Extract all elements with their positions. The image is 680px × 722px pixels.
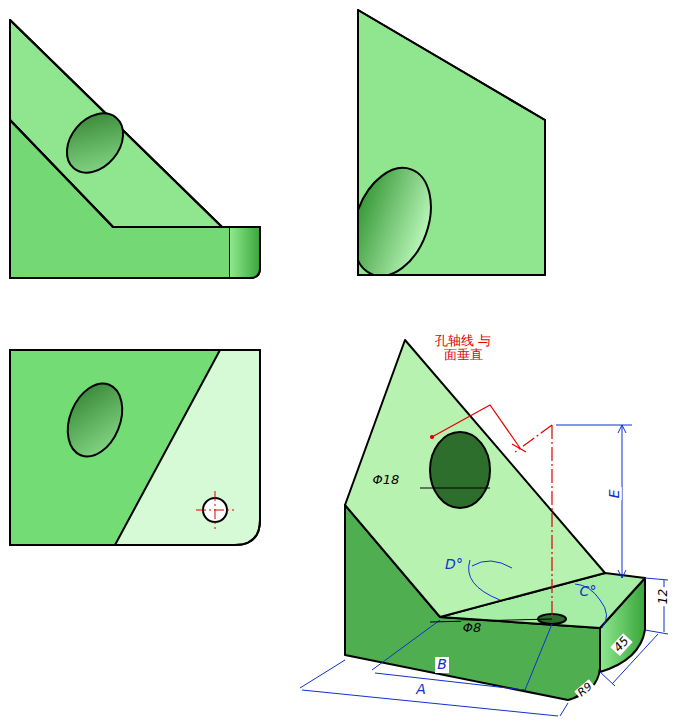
dimension-label: 12	[657, 587, 670, 606]
dimension-label: Φ8	[461, 621, 484, 635]
axis-annotation	[431, 405, 553, 615]
isometric-view	[345, 340, 645, 700]
dimension-label: Φ18	[371, 473, 402, 487]
front-view	[10, 20, 260, 278]
dimension-label: C°	[580, 584, 597, 599]
side-view	[339, 10, 545, 287]
measure-lines	[420, 488, 585, 700]
dimension-label: D°	[443, 557, 465, 572]
note-label: 孔轴线 与面垂直	[434, 334, 492, 363]
dimension-lines	[300, 425, 668, 716]
dimension-label: E	[606, 488, 621, 501]
dimension-label: A	[414, 682, 428, 697]
top-view	[10, 350, 260, 545]
dimension-label: B	[435, 657, 449, 672]
